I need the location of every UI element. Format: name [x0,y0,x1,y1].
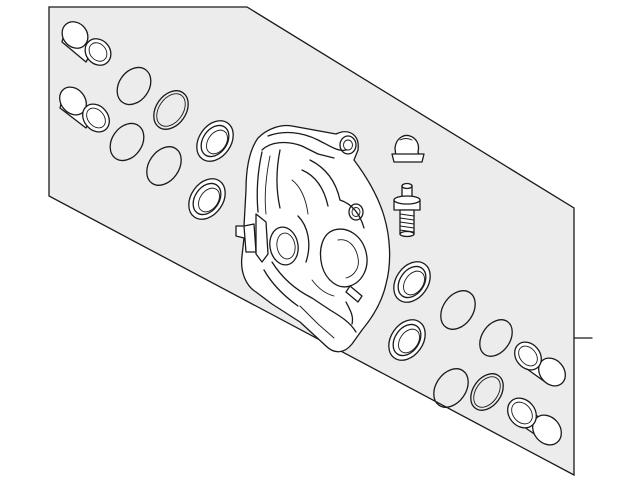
o-ring-5 [440,290,476,330]
dust-seal-lower-left [188,178,226,220]
dust-seal-lower-right [388,319,426,361]
caliper-housing [235,124,391,353]
o-ring-7 [433,368,469,408]
piston-top-left [61,21,112,66]
dust-seal-upper-right [393,261,431,303]
o-ring-2 [109,122,145,162]
piston-mid-left [59,86,110,133]
piston-bottom-right [507,397,562,446]
o-ring-1 [116,66,152,106]
o-ring-8 [470,373,504,411]
o-ring-6 [479,319,513,357]
bleeder-cap [391,134,425,163]
bleeder-screw [393,182,421,238]
piston-mid-right [514,341,566,387]
o-ring-3 [153,90,189,130]
dust-seal-upper-left [196,120,234,162]
o-ring-4 [146,146,182,186]
